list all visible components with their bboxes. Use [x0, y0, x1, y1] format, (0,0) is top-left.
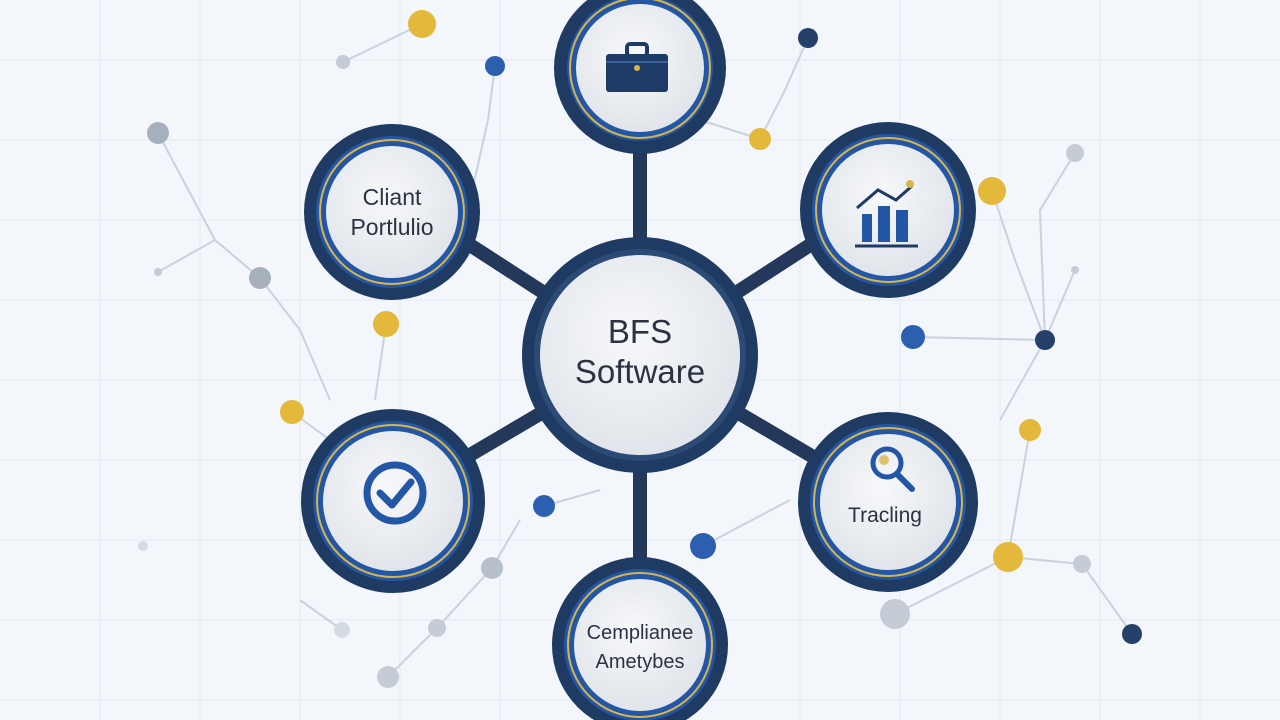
network-dot	[147, 122, 169, 144]
node-verification[interactable]	[301, 409, 485, 593]
network-dot	[978, 177, 1006, 205]
node-top[interactable]	[554, 0, 726, 154]
network-dot	[690, 533, 716, 559]
network-dot	[533, 495, 555, 517]
tracking-label: Tracling	[848, 504, 922, 527]
network-dot	[280, 400, 304, 424]
network-dot	[749, 128, 771, 150]
compliance-label-line1: Cemplianee	[587, 622, 694, 644]
network-dot	[334, 622, 350, 638]
briefcase-icon	[606, 42, 668, 92]
compliance-label-line2: Ametybes	[596, 651, 685, 673]
network-dot	[408, 10, 436, 38]
center-title-line1: BFS	[608, 313, 672, 350]
network-dot	[993, 542, 1023, 572]
network-dot	[428, 619, 446, 637]
network-dot	[249, 267, 271, 289]
network-dots	[138, 10, 1142, 688]
network-dot	[377, 666, 399, 688]
network-dot	[1035, 330, 1055, 350]
network-dot	[154, 268, 162, 276]
network-dot	[880, 599, 910, 629]
network-lines	[157, 23, 1133, 678]
magnifier-icon	[870, 446, 915, 492]
network-dot	[1071, 266, 1079, 274]
network-dot	[1019, 419, 1041, 441]
node-analytics[interactable]	[800, 122, 976, 298]
client-portfolio-label-line1: Cliant	[363, 184, 422, 210]
bar-chart-icon	[855, 180, 918, 248]
client-portfolio-label-line2: Portlulio	[350, 214, 433, 240]
check-circle-icon	[363, 461, 427, 525]
center-hub[interactable]: BFS Software	[522, 237, 758, 473]
network-dot	[373, 311, 399, 337]
node-compliance[interactable]: Cemplianee Ametybes	[552, 557, 728, 720]
network-dot	[481, 557, 503, 579]
node-client-portfolio[interactable]: Cliant Portlulio	[304, 124, 480, 300]
network-dot	[1066, 144, 1084, 162]
network-dot	[798, 28, 818, 48]
network-dot	[901, 325, 925, 349]
network-dot	[138, 541, 148, 551]
network-dot	[1122, 624, 1142, 644]
center-title-line2: Software	[575, 353, 705, 390]
network-dot	[336, 55, 350, 69]
network-dot	[1073, 555, 1091, 573]
network-dot	[485, 56, 505, 76]
node-tracking[interactable]: Tracling	[798, 412, 978, 592]
